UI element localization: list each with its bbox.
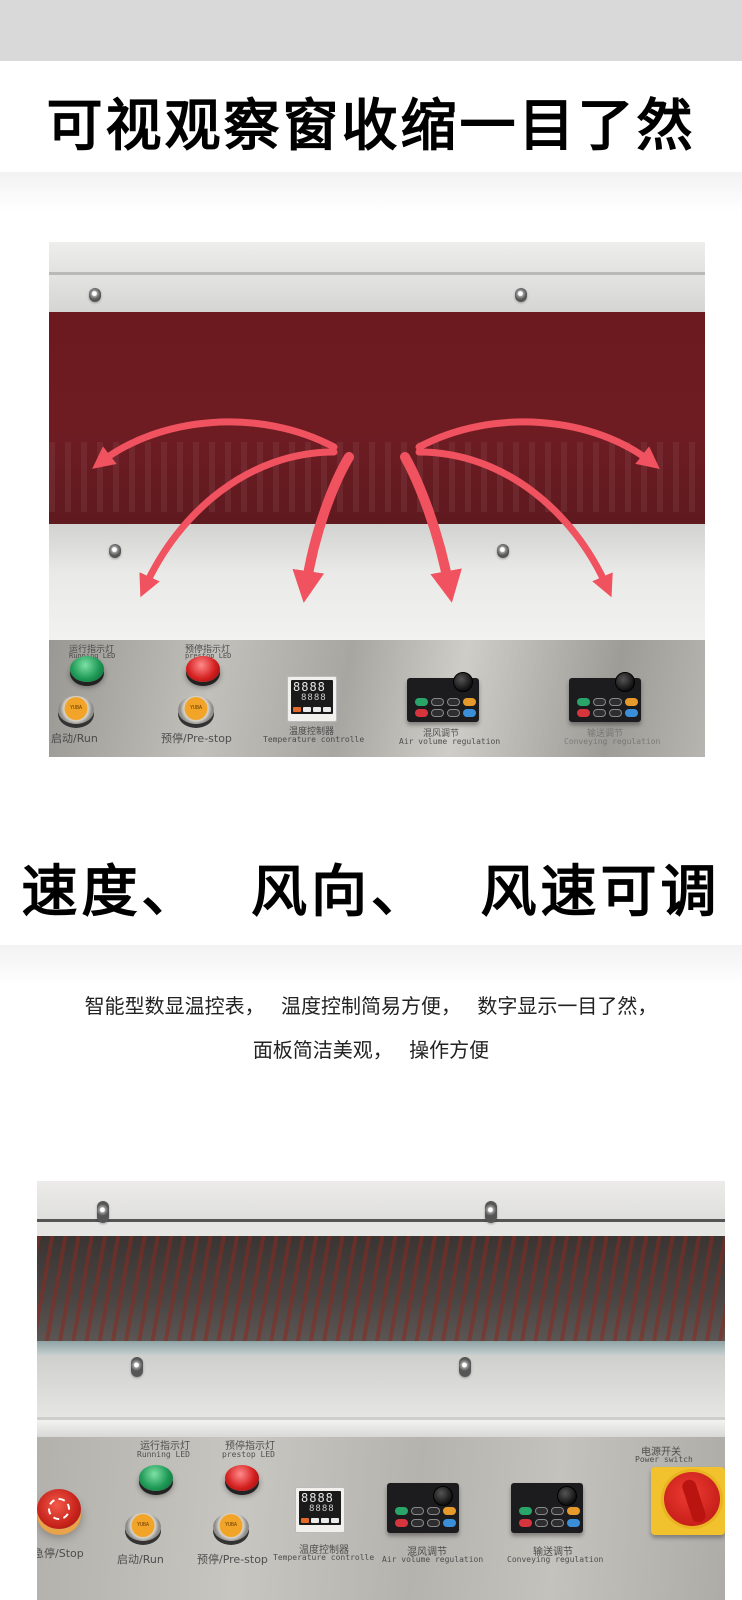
red-observation-window <box>49 312 705 524</box>
run-led-indicator <box>139 1465 173 1491</box>
knob-icon[interactable] <box>557 1486 577 1506</box>
conveyor-grill <box>49 442 705 512</box>
run-button[interactable]: YUBA <box>125 1513 161 1541</box>
screw-icon <box>109 544 121 558</box>
glass-edge <box>37 1341 725 1355</box>
control-panel: 急停/Stop 运行指示灯 Running LED 预停指示灯 prestop … <box>37 1437 725 1600</box>
temp-controller-label-en: Temperature controlle <box>263 735 365 744</box>
right-margin <box>725 1181 742 1600</box>
hood-rail-2 <box>37 1222 725 1236</box>
run-led-label-cn: 运行指示灯 <box>69 645 115 655</box>
power-switch-label-cn: 电源开关 <box>641 1447 681 1458</box>
air-volume-label-en: Air volume regulation <box>382 1555 484 1564</box>
airflow-arrows-icon <box>92 418 660 603</box>
top-gray-banner <box>0 0 742 61</box>
conveying-keypad[interactable] <box>511 1483 583 1533</box>
run-button-label: 启动/Run <box>117 1553 164 1566</box>
knob-icon[interactable] <box>615 672 635 692</box>
knob-icon[interactable] <box>453 672 473 692</box>
emergency-stop-button[interactable] <box>37 1489 81 1529</box>
screw-icon <box>485 1201 497 1223</box>
prestop-led-indicator <box>225 1465 259 1491</box>
run-button-label: 启动/Run <box>51 732 98 745</box>
temperature-controller: 8888 8888 <box>287 676 337 722</box>
hood-top <box>49 242 705 272</box>
screw-icon <box>459 1357 471 1377</box>
conveying-label-en: Conveying regulation <box>507 1555 604 1564</box>
temp-controller-label-cn: 温度控制器 <box>289 727 335 737</box>
prestop-button[interactable]: YUBA <box>213 1513 249 1541</box>
description-line-2: 面板简洁美观， 操作方便 <box>252 1038 490 1062</box>
knob-icon[interactable] <box>433 1486 453 1506</box>
description-line-1: 智能型数显温控表， 温度控制简易方便， 数字显示一目了然， <box>84 994 658 1018</box>
air-volume-keypad[interactable] <box>407 672 479 722</box>
hood-rail <box>37 1219 725 1222</box>
run-led-label-en: Running LED <box>137 1450 190 1459</box>
headline-observation-window: 可视观察窗收缩一目了然 <box>46 94 696 159</box>
run-button[interactable]: YUBA <box>58 696 94 724</box>
prestop-led-label-en: prestop LED <box>222 1450 275 1459</box>
temperature-controller: 8888 8888 <box>295 1487 345 1533</box>
prestop-button-label: 预停/Pre-stop <box>161 732 232 745</box>
hood-rail <box>49 272 705 275</box>
power-switch[interactable] <box>651 1467 725 1535</box>
photo-observation-window: 运行指示灯 Running LED 预停指示灯 prestop LED YUBA… <box>49 242 705 757</box>
conveying-keypad[interactable] <box>569 672 641 722</box>
photo-control-panel: 急停/Stop 运行指示灯 Running LED 预停指示灯 prestop … <box>37 1181 725 1600</box>
screw-icon <box>97 1201 109 1223</box>
lower-frame <box>37 1355 725 1417</box>
prestop-led-indicator <box>186 656 220 682</box>
hood-top <box>37 1181 725 1219</box>
panel-lip <box>37 1420 725 1437</box>
control-panel: 运行指示灯 Running LED 预停指示灯 prestop LED YUBA… <box>49 640 705 757</box>
temp-controller-label-en: Temperature controlle <box>273 1553 375 1562</box>
conveying-label-cn: 输送调节 <box>587 729 624 739</box>
screw-icon <box>89 288 101 302</box>
run-led-label-cn: 运行指示灯 <box>140 1441 190 1452</box>
power-switch-label-en: Power switch <box>635 1455 693 1464</box>
temp-controller-label-cn: 温度控制器 <box>299 1545 349 1556</box>
prestop-led-label-cn: 预停指示灯 <box>185 645 231 655</box>
air-volume-label-en: Air volume regulation <box>399 737 501 746</box>
headline-shadow <box>0 945 742 985</box>
prestop-led-label-cn: 预停指示灯 <box>225 1441 275 1452</box>
air-volume-label-cn: 混风调节 <box>423 729 460 739</box>
screw-icon <box>497 544 509 558</box>
upper-frame <box>49 275 705 312</box>
screw-icon <box>131 1357 143 1377</box>
frame-separator <box>37 1417 725 1420</box>
estop-label: 急停/Stop <box>37 1547 84 1560</box>
screw-icon <box>515 288 527 302</box>
conveying-label-en: Conveying regulation <box>564 737 661 746</box>
air-volume-label-cn: 混风调节 <box>407 1547 447 1558</box>
run-led-indicator <box>70 656 104 682</box>
air-volume-keypad[interactable] <box>387 1483 459 1533</box>
prestop-button-label: 预停/Pre-stop <box>197 1553 268 1566</box>
prestop-button[interactable]: YUBA <box>178 696 214 724</box>
headline-shadow <box>0 172 742 212</box>
headline-adjustable: 速度、 风向、 风速可调 <box>21 860 721 925</box>
observation-window <box>37 1236 725 1341</box>
conveying-label-cn: 输送调节 <box>533 1547 573 1558</box>
